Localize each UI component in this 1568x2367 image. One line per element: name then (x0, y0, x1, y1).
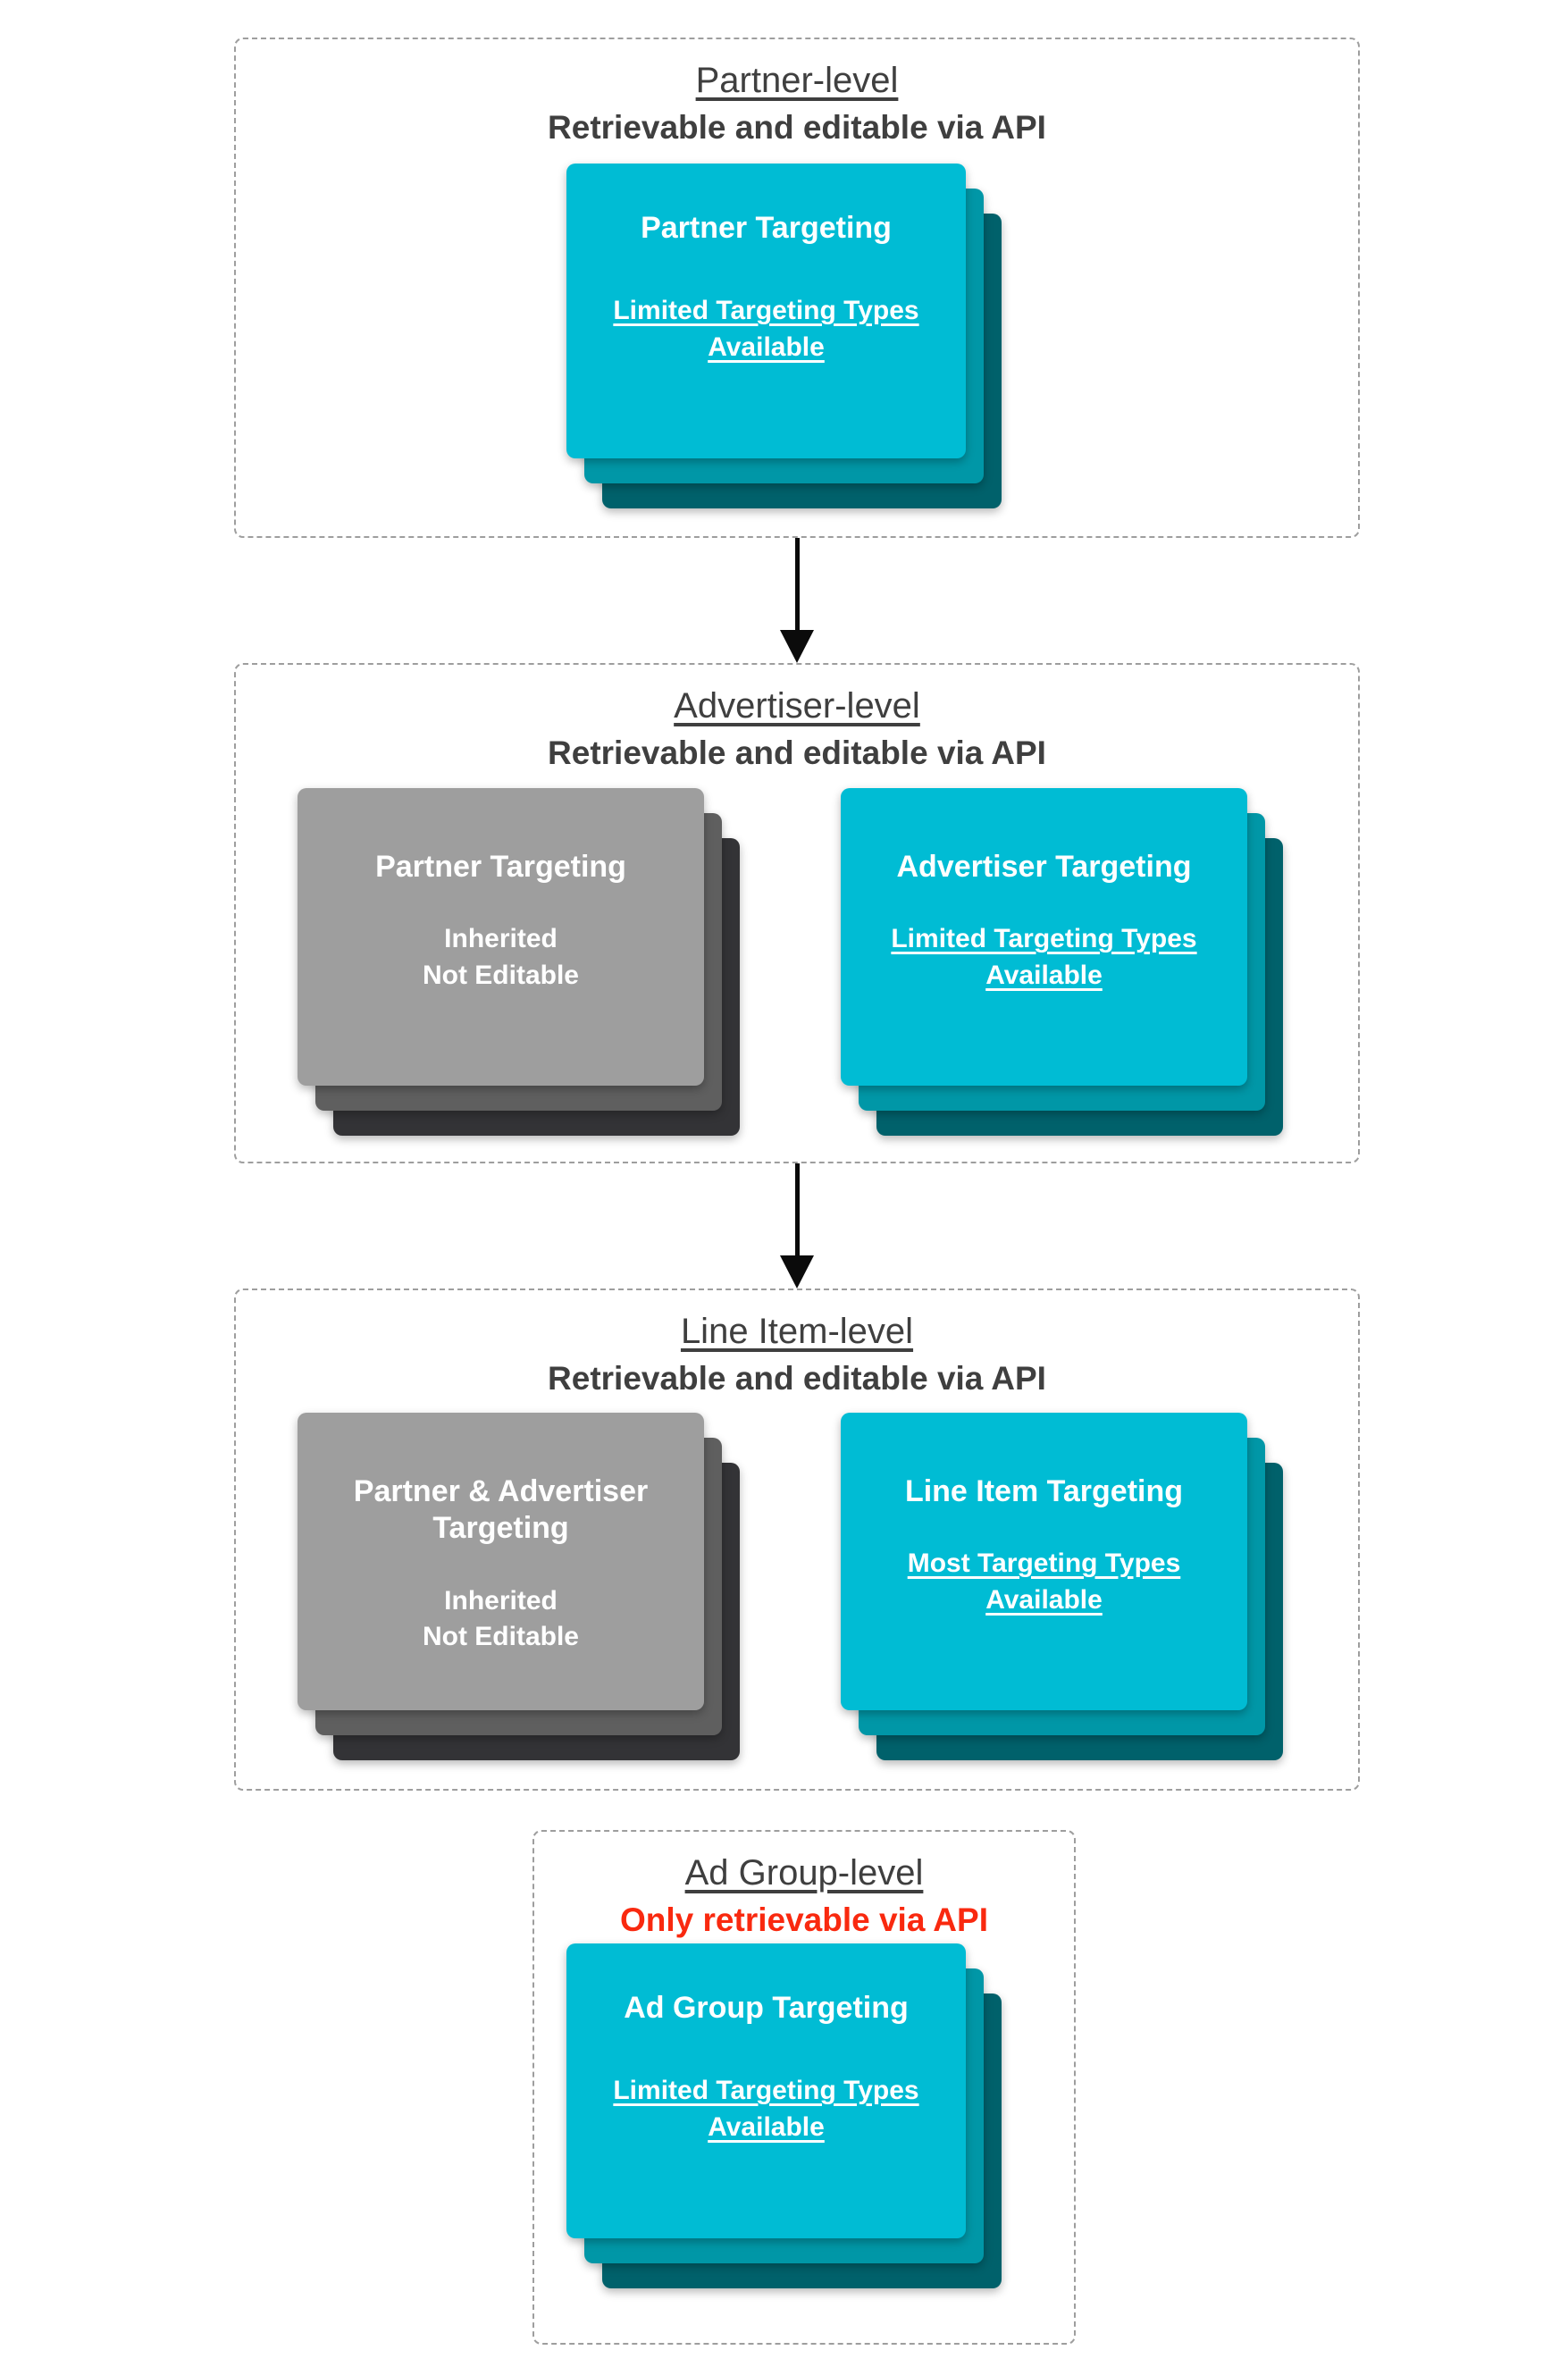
section-api-access-note: Retrievable and editable via API (548, 734, 1046, 771)
card-title: Advertiser Targeting (896, 850, 1192, 884)
section-title: Partner-level (695, 61, 899, 100)
section-title: Ad Group-level (684, 1853, 924, 1893)
card-stack-advertiser-targeting: Advertiser Targeting Limited Targeting T… (841, 788, 1283, 1136)
card-title: Partner Targeting (375, 850, 626, 884)
section-header: Ad Group-level Only retrievable via API (534, 1853, 1074, 1939)
card-stack-ad-group-targeting: Ad Group Targeting Limited Targeting Typ… (566, 1943, 1002, 2288)
card-stack-inherited-partner-advertiser-targeting: Partner & Advertiser Targeting Inherited… (298, 1413, 740, 1760)
section-header: Line Item-level Retrievable and editable… (236, 1312, 1358, 1398)
card-title: Ad Group Targeting (624, 1991, 909, 2025)
card-stack-line-item-targeting: Line Item Targeting Most Targeting Types… (841, 1413, 1283, 1760)
arrow-shaft (794, 538, 800, 630)
card-note-line2: Not Editable (422, 960, 579, 990)
card-note-line1: Inherited (444, 1585, 558, 1616)
card-line-item-targeting: Line Item Targeting Most Targeting Types… (841, 1413, 1247, 1710)
card-advertiser-targeting: Advertiser Targeting Limited Targeting T… (841, 788, 1247, 1086)
section-title: Line Item-level (680, 1312, 914, 1351)
flow-arrow-advertiser-to-lineitem (779, 1163, 815, 1288)
flow-arrow-partner-to-advertiser (779, 538, 815, 663)
section-partner-level: Partner-level Retrievable and editable v… (234, 38, 1360, 538)
card-subtitle: Limited Targeting Types Available (613, 2076, 919, 2142)
card-title: Line Item Targeting (904, 1474, 1184, 1508)
section-header: Partner-level Retrievable and editable v… (236, 61, 1358, 147)
section-header: Advertiser-level Retrievable and editabl… (236, 686, 1358, 772)
card-title: Partner Targeting (641, 211, 892, 245)
card-note-line1: Inherited (444, 924, 558, 954)
card-title: Partner & Advertiser Targeting (353, 1474, 649, 1546)
section-line-item-level: Line Item-level Retrievable and editable… (234, 1288, 1360, 1791)
arrow-head-icon (780, 1255, 814, 1288)
card-inherited-partner-targeting: Partner Targeting Inherited Not Editable (298, 788, 704, 1086)
section-advertiser-level: Advertiser-level Retrievable and editabl… (234, 663, 1360, 1163)
section-api-access-note: Retrievable and editable via API (548, 109, 1046, 146)
card-ad-group-targeting: Ad Group Targeting Limited Targeting Typ… (566, 1943, 966, 2238)
section-api-access-note: Only retrievable via API (620, 1901, 988, 1938)
arrow-shaft (794, 1163, 800, 1255)
section-ad-group-level: Ad Group-level Only retrievable via API … (532, 1830, 1076, 2345)
card-note-line2: Not Editable (422, 1622, 579, 1652)
card-subtitle: Most Targeting Types Available (907, 1549, 1181, 1615)
card-subtitle: Limited Targeting Types Available (613, 296, 919, 362)
section-api-access-note: Retrievable and editable via API (548, 1360, 1046, 1397)
card-stack-partner-targeting: Partner Targeting Limited Targeting Type… (566, 164, 1002, 508)
card-partner-targeting: Partner Targeting Limited Targeting Type… (566, 164, 966, 458)
card-inherited-partner-advertiser-targeting: Partner & Advertiser Targeting Inherited… (298, 1413, 704, 1710)
section-title: Advertiser-level (674, 686, 920, 726)
card-subtitle: Limited Targeting Types Available (891, 924, 1197, 990)
card-stack-inherited-partner-targeting: Partner Targeting Inherited Not Editable (298, 788, 740, 1136)
arrow-head-icon (780, 630, 814, 663)
